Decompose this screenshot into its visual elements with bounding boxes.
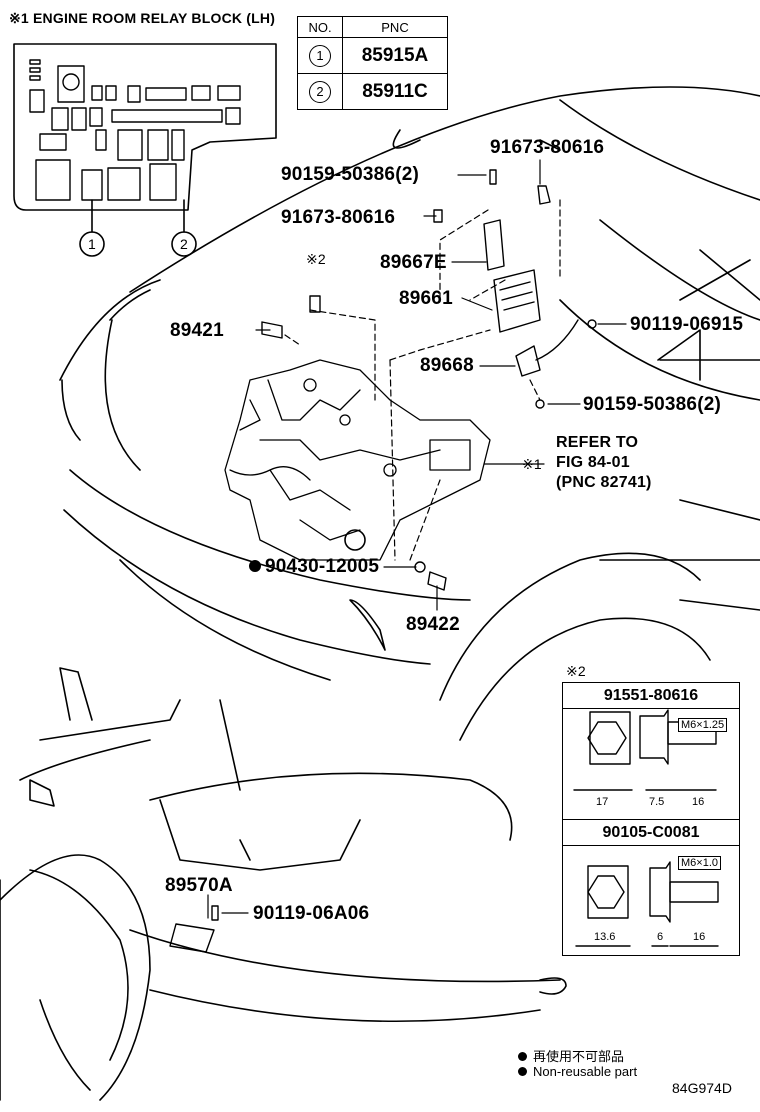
table-row: 1 85915A	[297, 37, 448, 74]
relay-marker-lines	[91, 199, 185, 233]
non-reusable-dot-icon	[518, 1052, 527, 1061]
small-parts	[169, 169, 597, 953]
callout-90430-12005[interactable]: 90430-12005	[265, 556, 380, 577]
spec-part1-title[interactable]: 91551-80616	[563, 683, 739, 709]
relay-block-components	[29, 59, 241, 201]
relay-marker-2: 2	[180, 236, 188, 252]
row-pnc: 85911C	[342, 73, 448, 110]
refer-mark-1: ※1	[522, 456, 542, 472]
note-non-reusable-jp: 再使用不可部品	[518, 1046, 624, 1065]
relay-block-title: ※1 ENGINE ROOM RELAY BLOCK (LH)	[9, 10, 276, 26]
spec-part2-dim-b: 6	[657, 931, 664, 943]
spec-part1-thread: M6×1.25	[678, 718, 728, 732]
row-number: 2	[309, 81, 331, 103]
row-pnc: 85915A	[342, 37, 448, 74]
vehicle-rear-outline	[0, 667, 567, 1101]
relay-block-outline	[13, 43, 277, 211]
spec-part2-thread: M6×1.0	[678, 856, 721, 870]
spec-part1-dim-a: 17	[596, 796, 609, 808]
bolt-spec-box: 91551-80616 90105-C0081	[562, 682, 740, 956]
spec-part1-dim-c: 16	[692, 796, 705, 808]
assembly-dashes	[284, 199, 561, 561]
engine-block	[224, 359, 491, 561]
spec-part2-dim-c: 16	[693, 931, 706, 943]
leader-lines	[207, 159, 627, 919]
callout-90119-06915[interactable]: 90119-06915	[630, 314, 744, 335]
figure-id: 84G974D	[672, 1080, 732, 1096]
pnc-table: NO. PNC 1 85915A 2 85911C	[297, 16, 448, 110]
note-line-2: Non-reusable part	[533, 1064, 638, 1079]
callout-91673-80616-top[interactable]: 91673-80616	[490, 137, 605, 158]
relay-marker-1: 1	[88, 236, 96, 252]
spec-part2-title[interactable]: 90105-C0081	[563, 819, 739, 846]
refer-to-line-1: REFER TO	[556, 434, 639, 451]
refer-to-line-3: (PNC 82741)	[556, 474, 652, 491]
callout-90159-50386-bot[interactable]: 90159-50386(2)	[583, 394, 722, 415]
callout-89661[interactable]: 89661	[399, 288, 453, 309]
relay-marker-2-circle	[171, 231, 197, 257]
spec-box-drawings	[573, 709, 719, 947]
callout-mark-2: ※2	[306, 251, 326, 267]
spec-part2-dim-a: 13.6	[594, 931, 616, 943]
pnc-table-header-no: NO.	[297, 16, 343, 38]
non-reusable-dot-icon	[249, 560, 261, 572]
vehicle-front-outline	[59, 86, 760, 741]
callout-90119-06a06[interactable]: 90119-06A06	[253, 903, 370, 924]
callout-89668[interactable]: 89668	[420, 355, 474, 376]
non-reusable-dot-icon	[518, 1067, 527, 1076]
callout-90159-50386-top[interactable]: 90159-50386(2)	[281, 164, 420, 185]
pnc-table-header-pnc: PNC	[342, 16, 448, 38]
callout-89667e[interactable]: 89667E	[380, 252, 447, 273]
relay-marker-1-circle	[79, 231, 105, 257]
spec-box-mark: ※2	[566, 663, 586, 679]
spec-part1-dim-b: 7.5	[649, 796, 665, 808]
callout-89422[interactable]: 89422	[406, 614, 460, 635]
callout-89570a[interactable]: 89570A	[165, 875, 233, 896]
callout-89421[interactable]: 89421	[170, 320, 224, 341]
refer-to-line-2[interactable]: FIG 84-01	[556, 454, 630, 471]
row-number: 1	[309, 45, 331, 67]
note-non-reusable-en: Non-reusable part	[518, 1064, 637, 1079]
table-row: 2 85911C	[297, 73, 448, 110]
callout-91673-80616-mid[interactable]: 91673-80616	[281, 207, 396, 228]
note-line-1: 再使用不可部品	[533, 1049, 625, 1064]
